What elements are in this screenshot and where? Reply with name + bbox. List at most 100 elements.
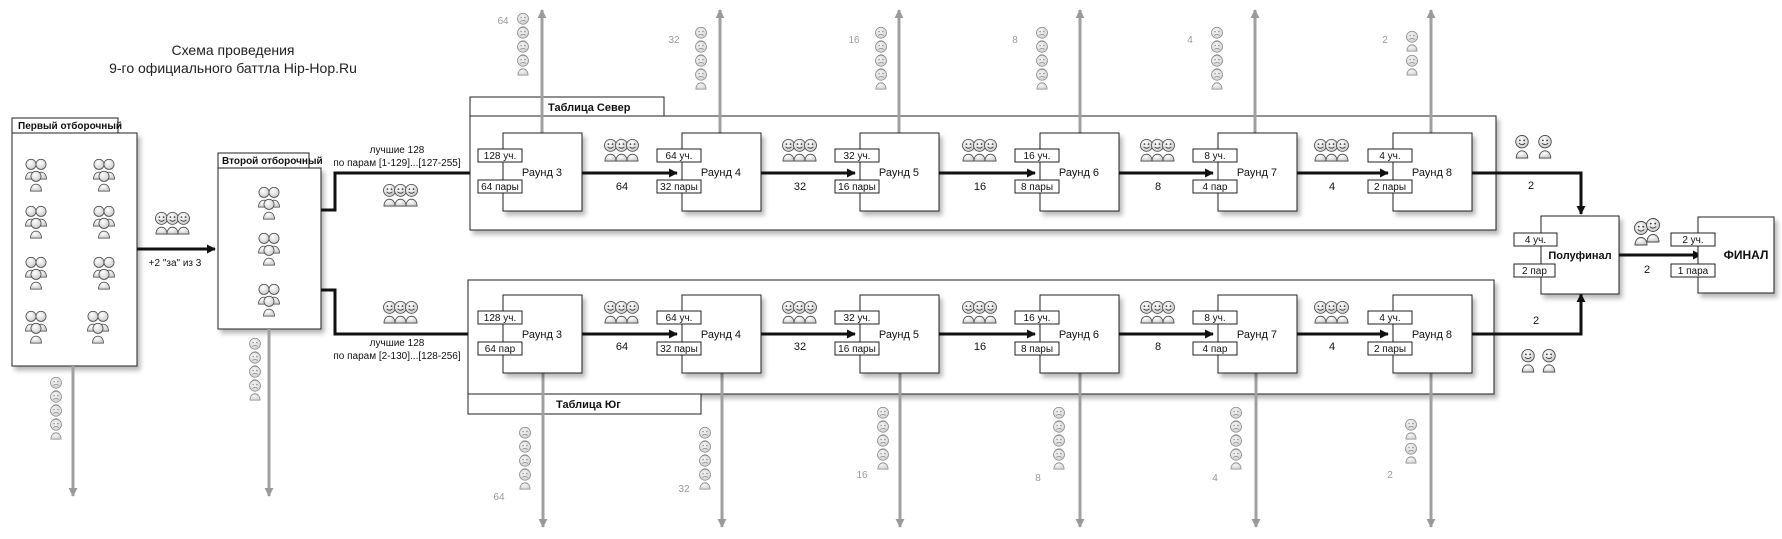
south-round-3-advance-icons	[604, 300, 639, 324]
north-round-3-eliminated-count: 64	[497, 16, 509, 27]
semifinal-box: Полуфинал 4 уч. 2 пар	[1513, 215, 1620, 295]
qualifier-transition-label: +2 "за" из 3	[149, 258, 202, 269]
north-round-3-participants: 128 уч.	[484, 151, 516, 162]
north-round-6-name: Раунд 6	[1059, 167, 1099, 179]
north-round-3-name: Раунд 3	[522, 167, 562, 179]
south-round-5-participants: 32 уч.	[844, 313, 871, 324]
qualifier-2: Второй отборочный	[217, 152, 323, 497]
final-pairs: 1 пара	[1678, 266, 1709, 277]
north-round-8-name: Раунд 8	[1412, 167, 1452, 179]
north-round-4-advance-count: 32	[794, 181, 806, 193]
south-entry-line-1: лучшие 128	[370, 338, 425, 349]
semifinal-participants: 4 уч.	[1525, 235, 1546, 246]
south-round-6-pairs-tag	[1014, 341, 1060, 356]
south-round-5-name: Раунд 5	[879, 329, 919, 341]
south-round-3-box	[502, 294, 583, 374]
final-participants-tag	[1670, 232, 1716, 247]
south-round-4-eliminated-count: 32	[678, 484, 690, 495]
south-round-4-participants: 64 уч.	[666, 313, 693, 324]
north-round-7-participants-tag	[1192, 148, 1238, 163]
north-round-5-pairs: 16 пары	[838, 182, 876, 193]
semifinal-pairs: 2 пар	[1522, 266, 1547, 277]
south-round-7-participants-tag	[1192, 310, 1238, 325]
south-round-3-participants: 128 уч.	[484, 313, 516, 324]
semifinal-pairs-tag	[1513, 263, 1556, 278]
north-round-3-pairs: 64 пары	[481, 182, 519, 193]
south-round-6-name: Раунд 6	[1059, 329, 1099, 341]
semifinal-name: Полуфинал	[1548, 250, 1611, 262]
south-table-frame	[467, 279, 1495, 395]
north-round-7-eliminated-icons	[1211, 26, 1223, 90]
semifinal-advance-count: 2	[1644, 264, 1650, 276]
north-round-4-name: Раунд 4	[701, 167, 741, 179]
south-round-7-eliminated-icons	[1230, 406, 1242, 470]
north-round-4-pairs-tag	[656, 179, 702, 194]
south-round-7-advance-icons	[1314, 300, 1349, 324]
north-table-label: Таблица Север	[548, 102, 631, 114]
south-round-6-box	[1039, 294, 1120, 374]
north-round-4-advance-icons	[782, 138, 817, 162]
south-round-8-name: Раунд 8	[1412, 329, 1452, 341]
south-round-5-advance-icons	[962, 300, 997, 324]
north-round-6-box	[1039, 132, 1120, 212]
south-round-8-eliminated-icons	[1405, 418, 1417, 464]
qualifier-transition-icons	[155, 211, 190, 235]
north-winners-icons	[1515, 134, 1552, 159]
semifinal-participants-tag	[1513, 232, 1558, 247]
south-round-5-eliminated-count: 16	[856, 470, 868, 481]
south-round-6-advance-icons	[1140, 300, 1175, 324]
south-round-4-pairs: 32 пары	[660, 344, 698, 355]
north-round-3-pairs-tag	[477, 179, 523, 194]
north-round-5-participants-tag	[834, 148, 880, 163]
south-round-7-pairs-tag	[1192, 341, 1238, 356]
final-box: ФИНАЛ 2 уч. 1 пара	[1670, 216, 1775, 294]
north-round-3-advance-count: 64	[616, 181, 628, 193]
south-round-8-participants: 4 уч.	[1379, 313, 1400, 324]
south-round-4-eliminated-icons	[699, 426, 711, 490]
north-round-7-pairs-tag	[1192, 179, 1238, 194]
south-round-3-pairs: 64 пар	[485, 344, 516, 355]
south-round-5-pairs-tag	[834, 341, 880, 356]
south-round-8-participants-tag	[1367, 310, 1413, 325]
final-pairs-tag	[1670, 263, 1716, 278]
south-round-5-pairs: 16 пары	[838, 344, 876, 355]
final-participants: 2 уч.	[1682, 235, 1703, 246]
north-round-5-eliminated-icons	[875, 26, 887, 90]
south-round-6-advance-count: 8	[1155, 341, 1161, 353]
south-round-4-pairs-tag	[656, 341, 702, 356]
south-round-3-eliminated-icons	[519, 426, 531, 490]
north-round-8-pairs-tag	[1367, 179, 1413, 194]
south-entry-arrow	[321, 288, 499, 339]
north-round-5-pairs-tag	[834, 179, 880, 194]
south-entry-line-2: по парам [2-130]...[128-256]	[333, 351, 460, 362]
qualifier-1-label: Первый отборочный	[18, 120, 122, 132]
north-round-7-advance-count: 4	[1329, 181, 1335, 193]
north-round-6-participants: 16 уч.	[1024, 151, 1051, 162]
qualifier-2-label: Второй отборочный	[222, 155, 323, 167]
south-table-label: Таблица Юг	[556, 399, 621, 411]
south-round-4-name: Раунд 4	[701, 329, 741, 341]
south-round-6-participants: 16 уч.	[1024, 313, 1051, 324]
south-round-3-participants-tag	[477, 310, 523, 325]
title-line-1: Схема проведения	[171, 42, 294, 58]
south-round-7-pairs: 4 пар	[1203, 344, 1228, 355]
north-round-7-eliminated-count: 4	[1187, 35, 1193, 46]
north-round-5-participants: 32 уч.	[844, 151, 871, 162]
north-round-7-name: Раунд 7	[1237, 167, 1277, 179]
south-table-tab	[467, 393, 702, 415]
north-round-3-eliminated-icons	[517, 12, 529, 76]
south-winners-icons	[1521, 348, 1556, 373]
south-round-3-name: Раунд 3	[522, 329, 562, 341]
south-round-8-pairs-tag	[1367, 341, 1413, 356]
north-round-4-participants-tag	[656, 148, 702, 163]
